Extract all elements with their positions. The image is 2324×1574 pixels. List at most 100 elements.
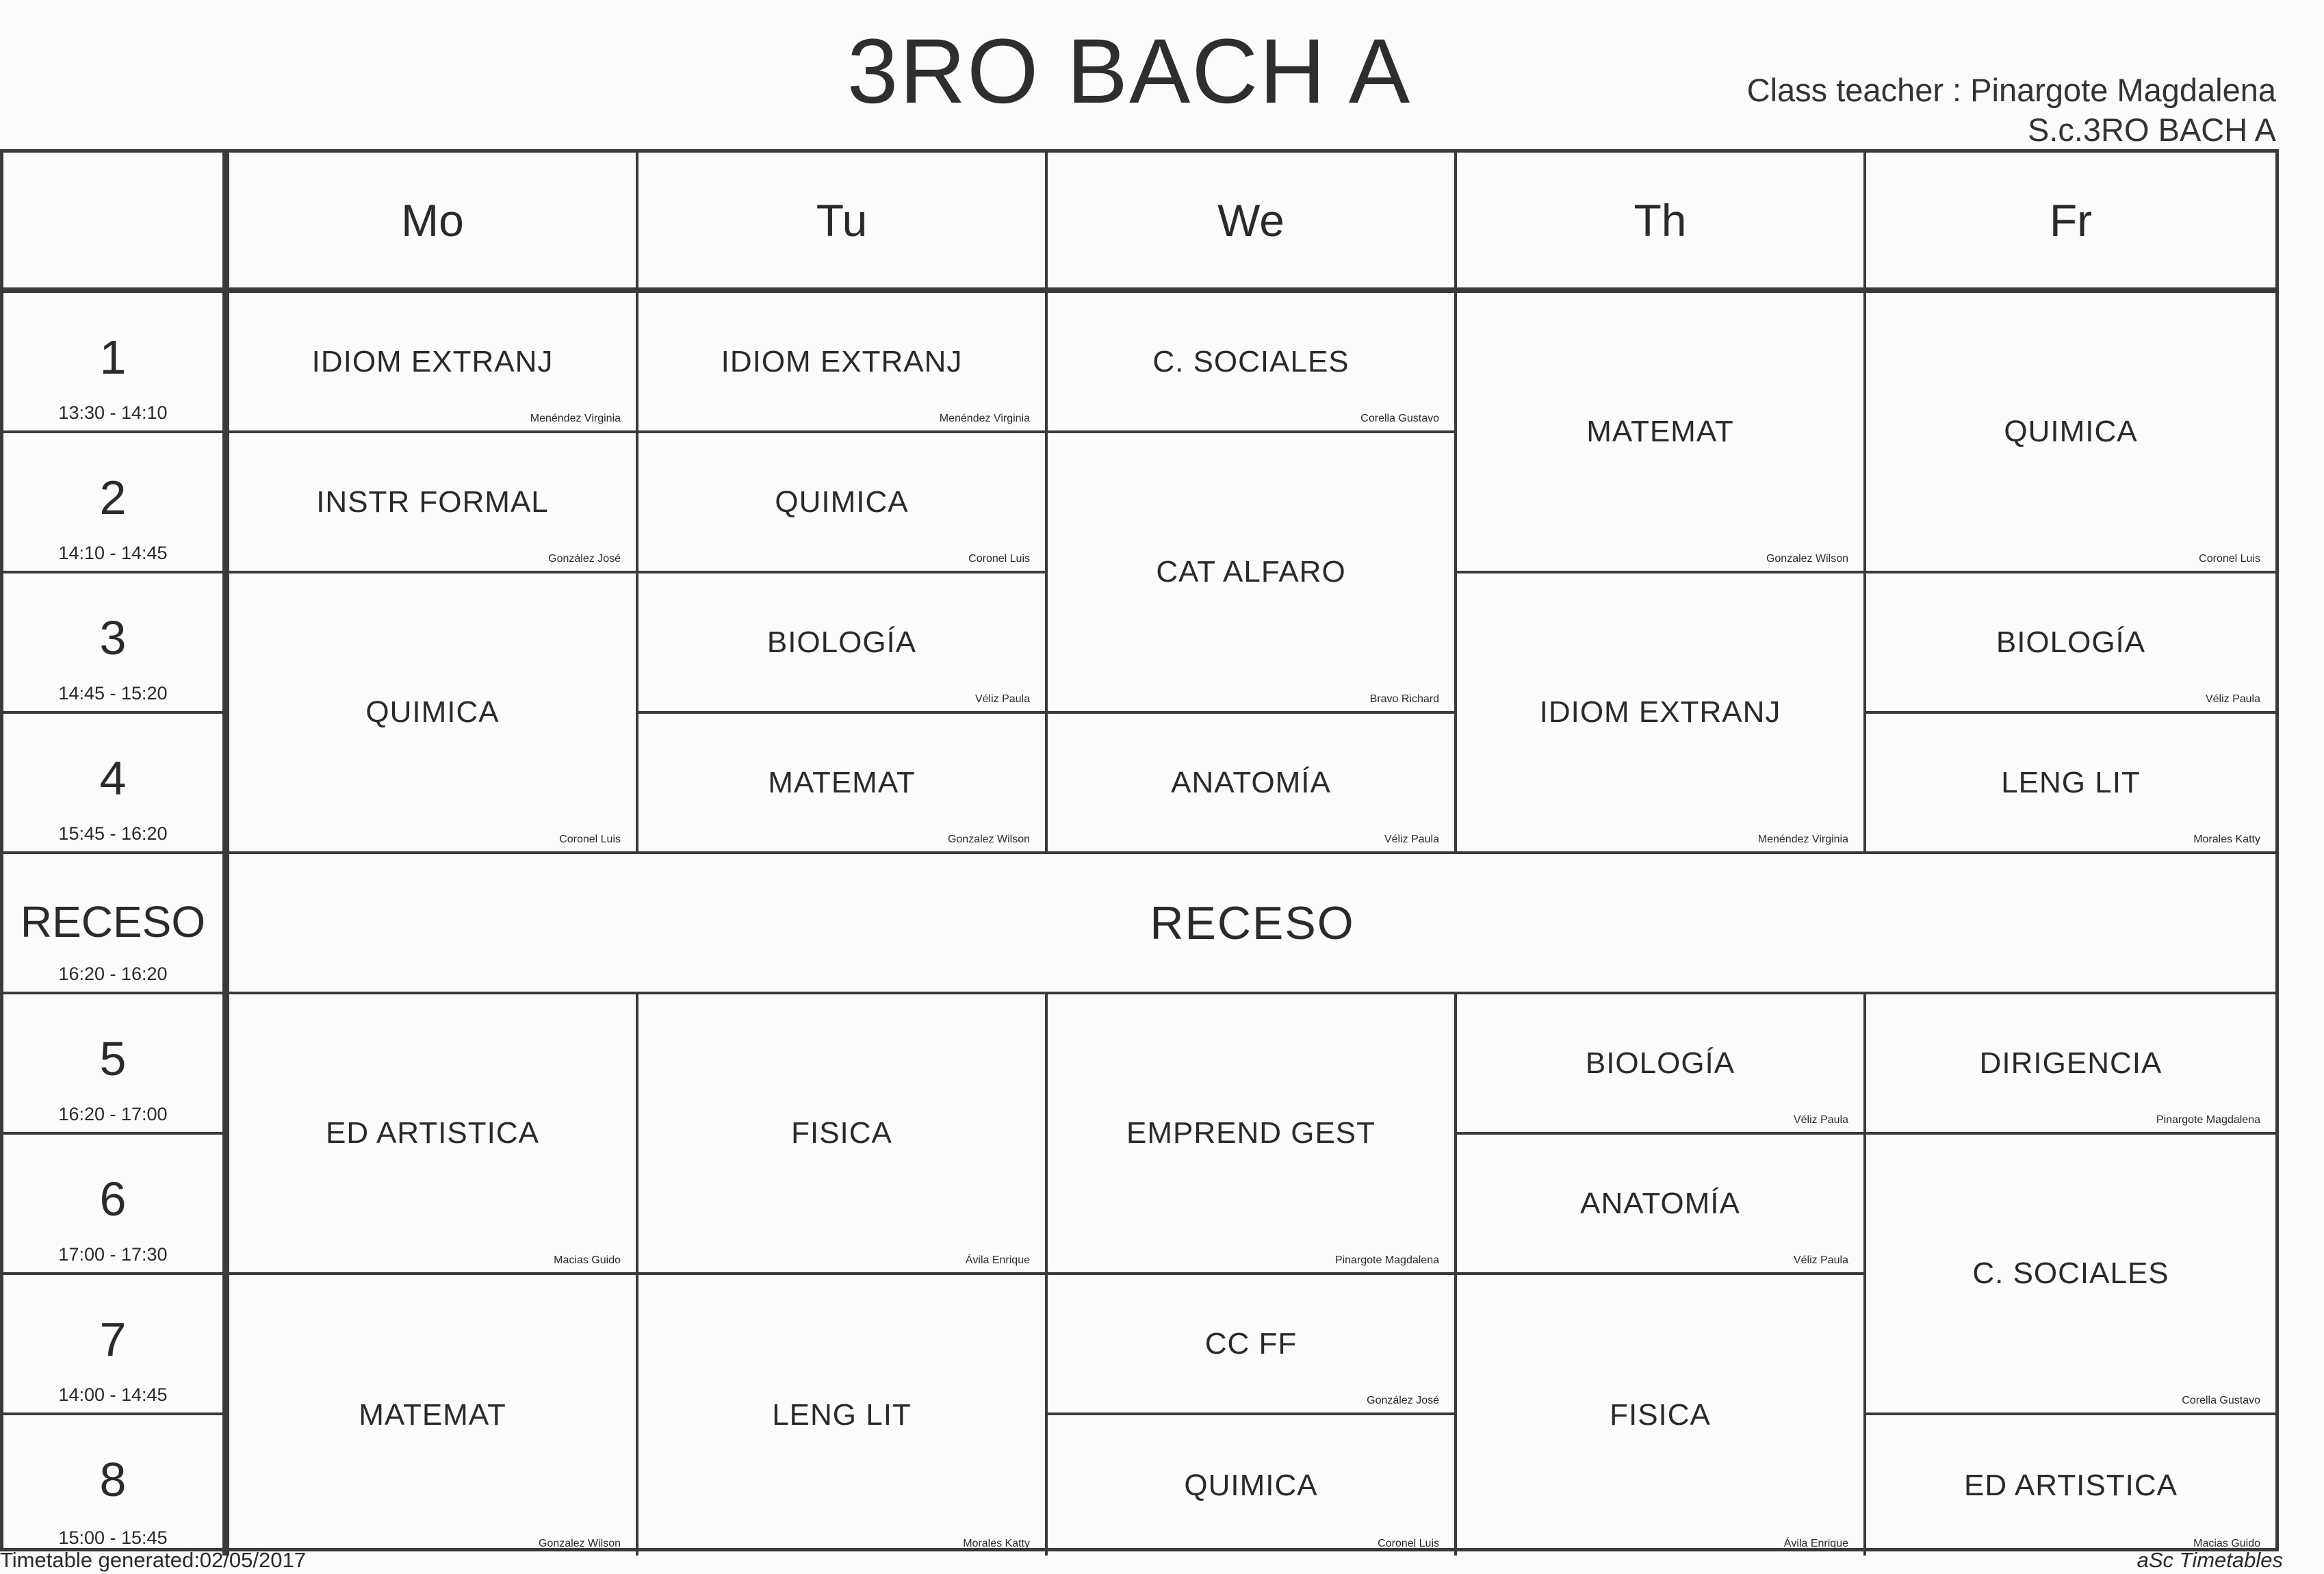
lesson-cell: MATEMAT Gonzalez Wilson bbox=[1457, 293, 1866, 573]
period-number: 7 bbox=[99, 1313, 127, 1366]
subject-name: QUIMICA bbox=[365, 695, 500, 729]
subject-name: FISICA bbox=[791, 1116, 892, 1150]
lesson-cell: BIOLOGÍA Véliz Paula bbox=[638, 573, 1048, 714]
lesson-cell: QUIMICA Coronel Luis bbox=[1866, 293, 2275, 573]
teacher-name: Véliz Paula bbox=[1384, 834, 1439, 845]
subject-name: DIRIGENCIA bbox=[1979, 1046, 2162, 1080]
teacher-name: Véliz Paula bbox=[1793, 1254, 1848, 1266]
subject-name: ANATOMÍA bbox=[1580, 1186, 1740, 1220]
subject-name: MATEMAT bbox=[359, 1398, 506, 1432]
subject-name: QUIMICA bbox=[1184, 1468, 1318, 1502]
lesson-cell: EMPREND GEST Pinargote Magdalena bbox=[1048, 994, 1457, 1275]
period-time: 13:30 - 14:10 bbox=[58, 402, 168, 423]
recess-label: RECESO bbox=[1150, 896, 1355, 949]
teacher-name: Pinargote Magdalena bbox=[1334, 1254, 1439, 1266]
lesson-cell: ANATOMÍA Véliz Paula bbox=[1048, 714, 1457, 854]
subject-name: IDIOM EXTRANJ bbox=[721, 344, 963, 378]
subject-name: C. SOCIALES bbox=[1152, 344, 1350, 378]
period-number: 3 bbox=[99, 611, 127, 665]
period-time: 14:45 - 15:20 bbox=[58, 683, 168, 704]
subject-name: BIOLOGÍA bbox=[1996, 625, 2146, 659]
subject-name: INSTR FORMAL bbox=[316, 485, 549, 519]
teacher-name: Menéndez Virginia bbox=[530, 413, 621, 424]
period-time: 15:00 - 15:45 bbox=[58, 1527, 168, 1548]
subject-name: CAT ALFARO bbox=[1156, 555, 1346, 589]
lesson-cell: FISICA Ávila Enrique bbox=[638, 994, 1048, 1275]
period-time: 14:10 - 14:45 bbox=[58, 543, 168, 563]
subject-name: FISICA bbox=[1610, 1398, 1711, 1432]
subject-name: CC FF bbox=[1204, 1326, 1297, 1360]
period-7: 7 14:00 - 14:45 bbox=[3, 1275, 229, 1415]
lesson-cell: FISICA Ávila Enrique bbox=[1457, 1275, 1866, 1556]
period-5: 5 16:20 - 17:00 bbox=[3, 994, 229, 1135]
period-time: 14:00 - 14:45 bbox=[58, 1384, 168, 1405]
period-time: 16:20 - 16:20 bbox=[58, 964, 168, 984]
period-number: 2 bbox=[99, 471, 127, 524]
period-4: 4 15:45 - 16:20 bbox=[3, 714, 229, 854]
lesson-cell: BIOLOGÍA Véliz Paula bbox=[1866, 573, 2275, 714]
class-code: S.c.3RO BACH A bbox=[2027, 112, 2276, 148]
software-credit: aSc Timetables bbox=[2136, 1548, 2283, 1572]
lesson-cell: C. SOCIALES Corella Gustavo bbox=[1866, 1135, 2275, 1415]
timetable-grid: Mo Tu We Th Fr 1 13:30 - 14:10 2 14:10 -… bbox=[0, 149, 2279, 1556]
teacher-name: Gonzalez Wilson bbox=[947, 834, 1030, 845]
day-header-tu: Tu bbox=[638, 153, 1048, 293]
teacher-name: Coronel Luis bbox=[1378, 1538, 1439, 1549]
teacher-name: Bravo Richard bbox=[1369, 693, 1439, 705]
period-6: 6 17:00 - 17:30 bbox=[3, 1135, 229, 1275]
subject-name: ED ARTISTICA bbox=[1964, 1468, 2178, 1502]
subject-name: BIOLOGÍA bbox=[766, 625, 917, 659]
teacher-name: Coronel Luis bbox=[968, 553, 1030, 565]
period-2: 2 14:10 - 14:45 bbox=[3, 433, 229, 573]
teacher-name: Véliz Paula bbox=[974, 693, 1030, 705]
period-recess-label: RECESO bbox=[20, 897, 206, 946]
lesson-cell: MATEMAT Gonzalez Wilson bbox=[229, 1275, 638, 1556]
day-header-mo: Mo bbox=[229, 153, 638, 293]
lesson-cell: QUIMICA Coronel Luis bbox=[1048, 1415, 1457, 1556]
corner-cell bbox=[3, 153, 229, 293]
subject-name: LENG LIT bbox=[2001, 765, 2141, 799]
lesson-cell: QUIMICA Coronel Luis bbox=[638, 433, 1048, 573]
period-8: 8 15:00 - 15:45 bbox=[3, 1415, 229, 1556]
subject-name: MATEMAT bbox=[768, 765, 916, 799]
day-header-we: We bbox=[1048, 153, 1457, 293]
teacher-name: Menéndez Virginia bbox=[1757, 834, 1848, 845]
subject-name: IDIOM EXTRANJ bbox=[1539, 695, 1781, 729]
teacher-name: González José bbox=[1367, 1395, 1439, 1406]
class-teacher: Class teacher : Pinargote Magdalena bbox=[1746, 72, 2276, 108]
subject-name: QUIMICA bbox=[775, 485, 909, 519]
teacher-name: Pinargote Magdalena bbox=[2156, 1114, 2260, 1126]
lesson-cell: ANATOMÍA Véliz Paula bbox=[1457, 1135, 1866, 1275]
lesson-cell: BIOLOGÍA Véliz Paula bbox=[1457, 994, 1866, 1135]
lesson-cell: IDIOM EXTRANJ Menéndez Virginia bbox=[229, 293, 638, 433]
lesson-cell: CC FF González José bbox=[1048, 1275, 1457, 1415]
period-time: 15:45 - 16:20 bbox=[58, 823, 168, 844]
subject-name: QUIMICA bbox=[2004, 415, 2138, 448]
teacher-name: Morales Katty bbox=[963, 1538, 1030, 1549]
recess-band: RECESO bbox=[229, 854, 2275, 994]
subject-name: IDIOM EXTRANJ bbox=[311, 344, 554, 378]
teacher-name: Coronel Luis bbox=[559, 834, 621, 845]
period-number: 8 bbox=[99, 1453, 127, 1506]
lesson-cell: ED ARTISTICA Macias Guido bbox=[1866, 1415, 2275, 1556]
day-header-th: Th bbox=[1457, 153, 1866, 293]
lesson-cell: LENG LIT Morales Katty bbox=[638, 1275, 1048, 1556]
teacher-name: Véliz Paula bbox=[1793, 1114, 1848, 1126]
subject-name: C. SOCIALES bbox=[1972, 1256, 2169, 1290]
lesson-cell: MATEMAT Gonzalez Wilson bbox=[638, 714, 1048, 854]
teacher-name: Coronel Luis bbox=[2199, 553, 2260, 565]
teacher-name: Menéndez Virginia bbox=[939, 413, 1030, 424]
teacher-name: Corella Gustavo bbox=[2182, 1395, 2260, 1406]
lesson-cell: CAT ALFARO Bravo Richard bbox=[1048, 433, 1457, 714]
lesson-cell: IDIOM EXTRANJ Menéndez Virginia bbox=[1457, 573, 1866, 854]
period-number: 6 bbox=[99, 1172, 127, 1226]
lesson-cell: C. SOCIALES Corella Gustavo bbox=[1048, 293, 1457, 433]
period-recess: RECESO 16:20 - 16:20 bbox=[3, 854, 229, 994]
period-3: 3 14:45 - 15:20 bbox=[3, 573, 229, 714]
day-header-fr: Fr bbox=[1866, 153, 2275, 293]
teacher-name: Véliz Paula bbox=[2205, 693, 2260, 705]
teacher-name: Ávila Enrique bbox=[965, 1254, 1030, 1266]
period-number: 5 bbox=[99, 1032, 127, 1085]
subject-name: LENG LIT bbox=[772, 1398, 912, 1432]
period-number: 1 bbox=[99, 331, 127, 384]
